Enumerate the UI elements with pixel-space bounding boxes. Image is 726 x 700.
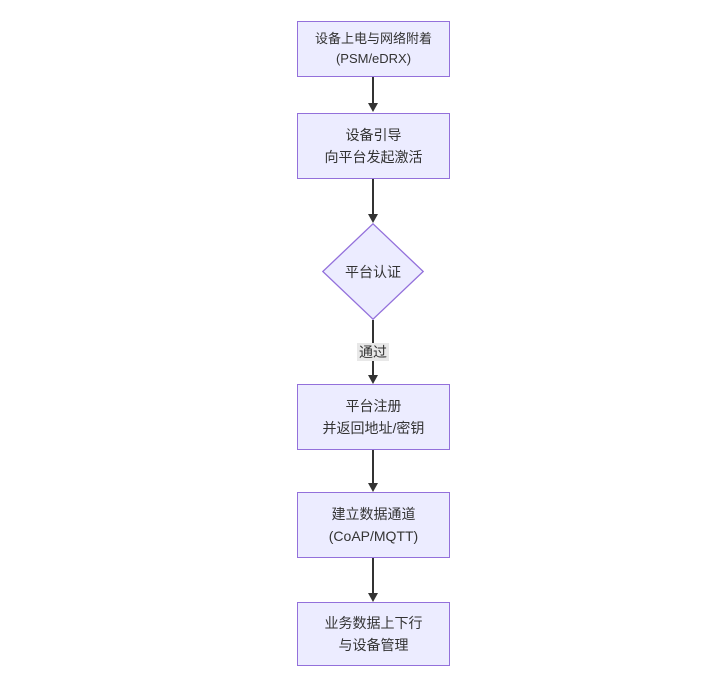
arrow-n5-n6 (367, 558, 379, 602)
node-label-line: 平台认证 (345, 263, 401, 280)
arrow-line (372, 179, 374, 216)
arrow-line (372, 450, 374, 485)
node-label-line: 并返回地址/密钥 (322, 420, 425, 436)
decision-diamond-shape (322, 223, 424, 320)
arrow-n2-n3 (367, 179, 379, 223)
node-label-line: 业务数据上下行 (324, 614, 423, 631)
node-label-line: (PSM/eDRX) (335, 51, 412, 66)
edge-label-pass: 通过 (357, 343, 389, 362)
decision-platform-auth: 平台认证 (322, 223, 424, 320)
arrow-n4-n5 (367, 450, 379, 492)
diamond-shape (322, 223, 424, 320)
node-label-line: 与设备管理 (338, 637, 409, 653)
node-label-line: 平台注册 (345, 397, 402, 414)
node-label-line: 设备上电与网络附着 (314, 30, 432, 46)
arrow-line (372, 558, 374, 595)
node-label-line: (CoAP/MQTT) (328, 528, 419, 544)
arrowhead-down-icon (367, 375, 378, 384)
arrowhead-down-icon (367, 483, 378, 492)
arrow-line (372, 77, 374, 105)
arrowhead-down-icon (367, 593, 378, 602)
node-label-line: 建立数据通道 (331, 505, 416, 522)
node-label-line: 向平台发起激活 (324, 149, 423, 165)
node-device-bootstrap-activate: 设备引导 向平台发起激活 (297, 113, 450, 179)
node-business-data-device-mgmt: 业务数据上下行 与设备管理 (297, 602, 450, 666)
node-label-line: 设备引导 (345, 126, 402, 143)
node-platform-register: 平台注册 并返回地址/密钥 (297, 384, 450, 450)
node-establish-data-channel: 建立数据通道 (CoAP/MQTT) (297, 492, 450, 558)
arrowhead-down-icon (367, 214, 378, 223)
arrow-n1-n2 (367, 77, 379, 112)
arrowhead-down-icon (367, 103, 378, 112)
node-device-power-network-attach: 设备上电与网络附着 (PSM/eDRX) (297, 21, 450, 77)
